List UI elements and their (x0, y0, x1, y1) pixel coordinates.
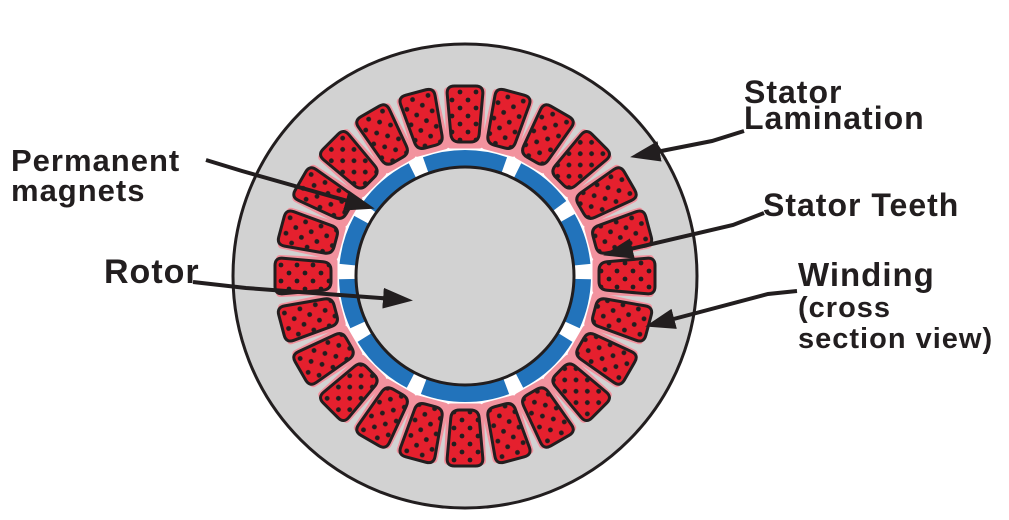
winding-slot-group (396, 87, 449, 157)
label-stator-lamination-line1: Stator (744, 74, 843, 110)
winding-slot-group (592, 255, 657, 297)
winding-slot (319, 130, 379, 190)
label-permanent-magnets-line2: magnets (11, 173, 146, 208)
winding-slot (575, 332, 638, 386)
winding-slot-group (481, 87, 534, 157)
winding-slot-group (353, 103, 416, 174)
label-rotor: Rotor (104, 253, 200, 291)
winding-slot-group (567, 325, 638, 388)
winding-slot (486, 87, 532, 150)
magnet-segment (514, 332, 573, 388)
winding-slot-group (444, 403, 486, 468)
winding-slot (575, 166, 638, 220)
winding-slot (445, 84, 485, 144)
arrow-permanent-magnets (205, 158, 375, 211)
winding-slot (319, 362, 379, 422)
winding-slot (551, 362, 611, 422)
winding-slot (597, 256, 657, 296)
winding-slot (273, 256, 333, 296)
label-stator-lamination-line2: Lamination (744, 100, 925, 136)
winding-slot-group (273, 255, 338, 297)
winding-slot (276, 209, 339, 255)
magnet-segment (558, 213, 591, 266)
winding-slot-group (318, 354, 387, 423)
winding-slot-group (318, 129, 387, 198)
label-permanent-magnets: Permanent magnets (11, 143, 181, 208)
winding-slot-group (353, 378, 416, 449)
label-stator-lamination: Stator Lamination (744, 74, 925, 136)
winding-slot (445, 408, 485, 468)
winding-slot-group (481, 395, 534, 465)
magnet-segment (357, 332, 416, 388)
label-permanent-magnets-line1: Permanent (11, 143, 181, 178)
winding-slot (551, 130, 611, 190)
arrow-stator-lamination (630, 129, 745, 162)
winding-slot-group (396, 395, 449, 465)
winding-slot (398, 402, 444, 465)
winding-slot-group (514, 103, 577, 174)
winding-slot-group (276, 207, 346, 260)
winding-slot (521, 386, 575, 449)
winding-slot-group (567, 164, 638, 227)
winding-slot (398, 87, 444, 150)
winding-slot (292, 332, 355, 386)
arrow-rotor (192, 280, 413, 309)
magnet-segment (362, 163, 417, 214)
winding-slot (355, 386, 409, 449)
label-winding-line1: Winding (798, 256, 935, 293)
winding-slot (521, 103, 575, 166)
winding-slot-group (444, 84, 486, 149)
winding-slot (355, 103, 409, 166)
arrow-stator-teeth (603, 211, 765, 259)
winding-slot-group (584, 292, 654, 345)
winding-slot-group (514, 378, 577, 449)
winding-slot-group (292, 325, 363, 388)
winding-slot (591, 297, 654, 343)
magnet-segment (339, 215, 371, 266)
label-winding-line3: section view) (798, 323, 994, 355)
label-winding-line2: (cross (798, 292, 892, 324)
magnet-segment (563, 278, 591, 329)
winding-slot-group (543, 354, 612, 423)
winding-slot (486, 402, 532, 465)
label-winding: Winding (cross section view) (798, 256, 993, 355)
winding-slot (276, 297, 339, 343)
winding-slot-group (543, 129, 612, 198)
magnet-segment (513, 163, 567, 212)
arrow-winding (645, 289, 798, 329)
magnet-segment (339, 278, 367, 329)
label-stator-teeth: Stator Teeth (763, 187, 960, 223)
rotor-disc (354, 165, 576, 387)
